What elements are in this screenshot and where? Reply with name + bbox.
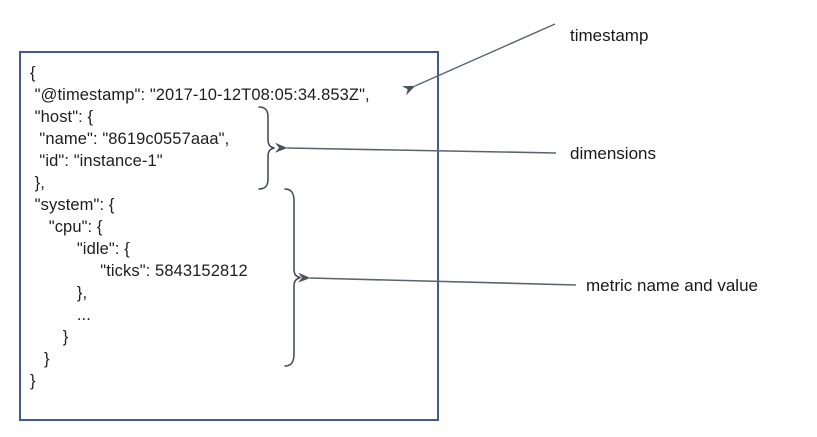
code-line-host-id: "id": "instance-1" bbox=[30, 152, 163, 170]
metric-name-value-label: metric name and value bbox=[586, 276, 758, 295]
metric-brace bbox=[283, 188, 303, 372]
dimensions-brace bbox=[257, 106, 277, 195]
code-line-host-name: "name": "8619c0557aaa", bbox=[30, 130, 230, 148]
code-line-timestamp: "@timestamp": "2017-10-12T08:05:34.853Z"… bbox=[30, 86, 370, 104]
code-line-idle-close: }, bbox=[30, 284, 88, 302]
dimensions-label: dimensions bbox=[570, 144, 656, 163]
code-line-host-close: }, bbox=[30, 174, 45, 192]
code-line-idle-open: "idle": { bbox=[30, 240, 130, 258]
code-line: { bbox=[30, 64, 36, 82]
code-line-cpu-close: } bbox=[30, 328, 69, 346]
code-line-system-close: } bbox=[30, 350, 50, 368]
code-line-cpu-open: "cpu": { bbox=[30, 218, 103, 236]
code-line-ellipsis: ... bbox=[30, 306, 91, 324]
code-line-ticks: "ticks": 5843152812 bbox=[30, 262, 248, 280]
timestamp-label: timestamp bbox=[570, 26, 649, 45]
code-line-root-close: } bbox=[30, 372, 36, 390]
json-record-box bbox=[19, 51, 439, 421]
json-code-block: { "@timestamp": "2017-10-12T08:05:34.853… bbox=[30, 62, 370, 392]
code-line-host-open: "host": { bbox=[30, 108, 94, 126]
code-line-system-open: "system": { bbox=[30, 196, 115, 214]
